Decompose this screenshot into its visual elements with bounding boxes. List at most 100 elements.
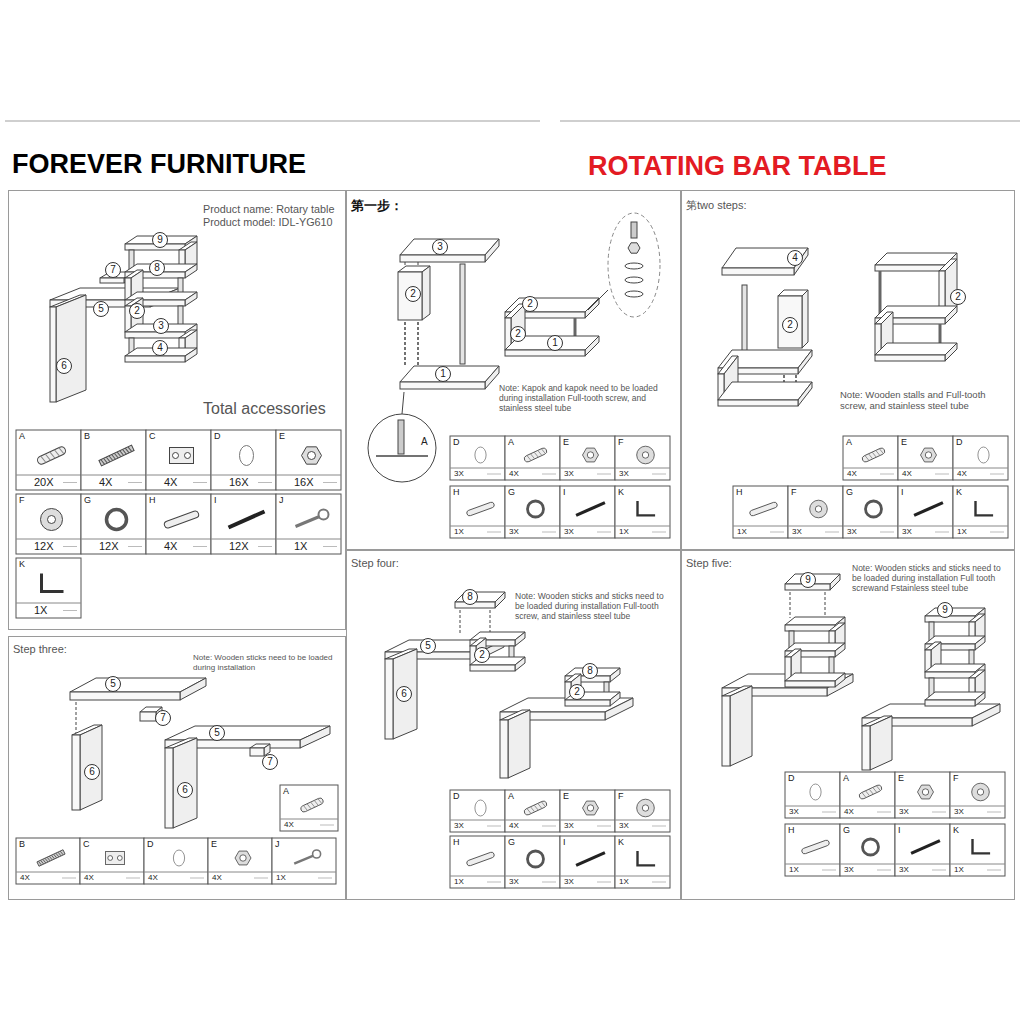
panel-note: Note: Wooden stalls and Full-tooth screw… (840, 389, 1010, 412)
accessory-cell (81, 494, 146, 554)
panel-heading: Step three: (13, 643, 67, 656)
cell-divider (450, 526, 505, 527)
board-front (862, 726, 870, 770)
spec-mark (987, 870, 1001, 871)
spec-mark (487, 882, 501, 883)
accessory-cell (953, 486, 1008, 538)
board-front (500, 720, 508, 778)
cell-divider (280, 819, 338, 820)
cell-frame (843, 486, 898, 538)
accessory-cell (211, 494, 276, 554)
top-rule (5, 120, 540, 122)
board-side (185, 292, 197, 306)
callout-number: 2 (474, 647, 490, 663)
spec-mark (987, 812, 1001, 813)
guide-line (402, 392, 404, 414)
callout-number: 5 (105, 676, 121, 692)
washer (625, 263, 643, 269)
quantity: 4X (212, 873, 222, 882)
step-panel: Product name: Rotary table Product model… (8, 190, 346, 630)
part-letter: F (618, 437, 624, 447)
board (165, 738, 197, 828)
hardware-icon (41, 509, 63, 531)
steel-tube (460, 264, 465, 364)
quantity: 12X (229, 540, 249, 553)
spec-mark (62, 878, 76, 879)
quantity: 20X (34, 476, 54, 489)
accessory-cell (615, 486, 670, 538)
cell-frame (505, 436, 560, 480)
spec-mark (652, 882, 666, 883)
hardware-icon (300, 797, 324, 813)
hardware-icon (921, 448, 937, 462)
board-side (870, 716, 892, 770)
accessory-cell (272, 838, 336, 884)
spec-mark (542, 826, 556, 827)
cell-frame (560, 790, 615, 832)
accessory-cell (505, 790, 560, 832)
accessory-cell (211, 430, 276, 490)
board-side (802, 290, 808, 348)
hardware-icon (583, 801, 599, 815)
cell-divider (505, 526, 560, 527)
cell-divider (843, 526, 898, 527)
part-letter: H (453, 487, 460, 497)
cell-divider (615, 876, 670, 877)
cell-frame (733, 486, 788, 538)
accessory-cell (81, 430, 146, 490)
cell-divider (208, 872, 272, 873)
spec-mark (597, 532, 611, 533)
board-side (945, 306, 957, 324)
part-letter: G (84, 495, 91, 505)
accessory-cell (785, 824, 840, 876)
quantity: 4X (164, 476, 177, 489)
callout-number: 6 (56, 358, 72, 374)
quantity: 3X (564, 821, 574, 830)
quantity: 4X (844, 807, 854, 816)
part-letter: F (618, 791, 624, 801)
hardware-icon (637, 446, 655, 464)
spec-mark (880, 532, 894, 533)
cell-frame (208, 838, 272, 884)
spec-mark (935, 474, 949, 475)
board-front (400, 382, 485, 389)
spec-mark (254, 878, 268, 879)
board-side (485, 239, 499, 262)
quantity: 16X (229, 476, 249, 489)
quantity: 3X (509, 527, 519, 536)
guide-line (417, 322, 419, 366)
cell-frame (280, 785, 338, 831)
accessory-cell (505, 486, 560, 538)
spec-mark (542, 474, 556, 475)
hardware-icon (976, 501, 994, 515)
board (925, 692, 985, 706)
cell-divider (80, 872, 144, 873)
board-side (173, 738, 197, 828)
accessory-cell (560, 790, 615, 832)
board-side (835, 643, 845, 657)
hardware-icon (858, 784, 882, 800)
board-front (875, 355, 945, 361)
part-letter: B (19, 839, 25, 849)
quantity: 1X (789, 865, 799, 874)
quantity: 3X (954, 807, 964, 816)
accessory-cell (560, 486, 615, 538)
cell-divider (560, 526, 615, 527)
cell-divider (272, 872, 336, 873)
board-side (185, 348, 197, 362)
quantity: 4X (284, 820, 294, 829)
cell-frame (450, 436, 505, 480)
callout-number: 2 (129, 303, 145, 319)
accessory-cell (840, 824, 895, 876)
accessory-cell (843, 486, 898, 538)
part-letter: E (563, 437, 569, 447)
cell-frame (276, 430, 341, 490)
hardware-icon (523, 800, 547, 816)
board (785, 673, 845, 687)
part-letter: B (84, 431, 90, 441)
part-letter: A (283, 786, 289, 796)
board-side (975, 692, 985, 706)
nut (628, 243, 640, 253)
board-front (722, 696, 730, 766)
hardware-icon (861, 447, 885, 463)
